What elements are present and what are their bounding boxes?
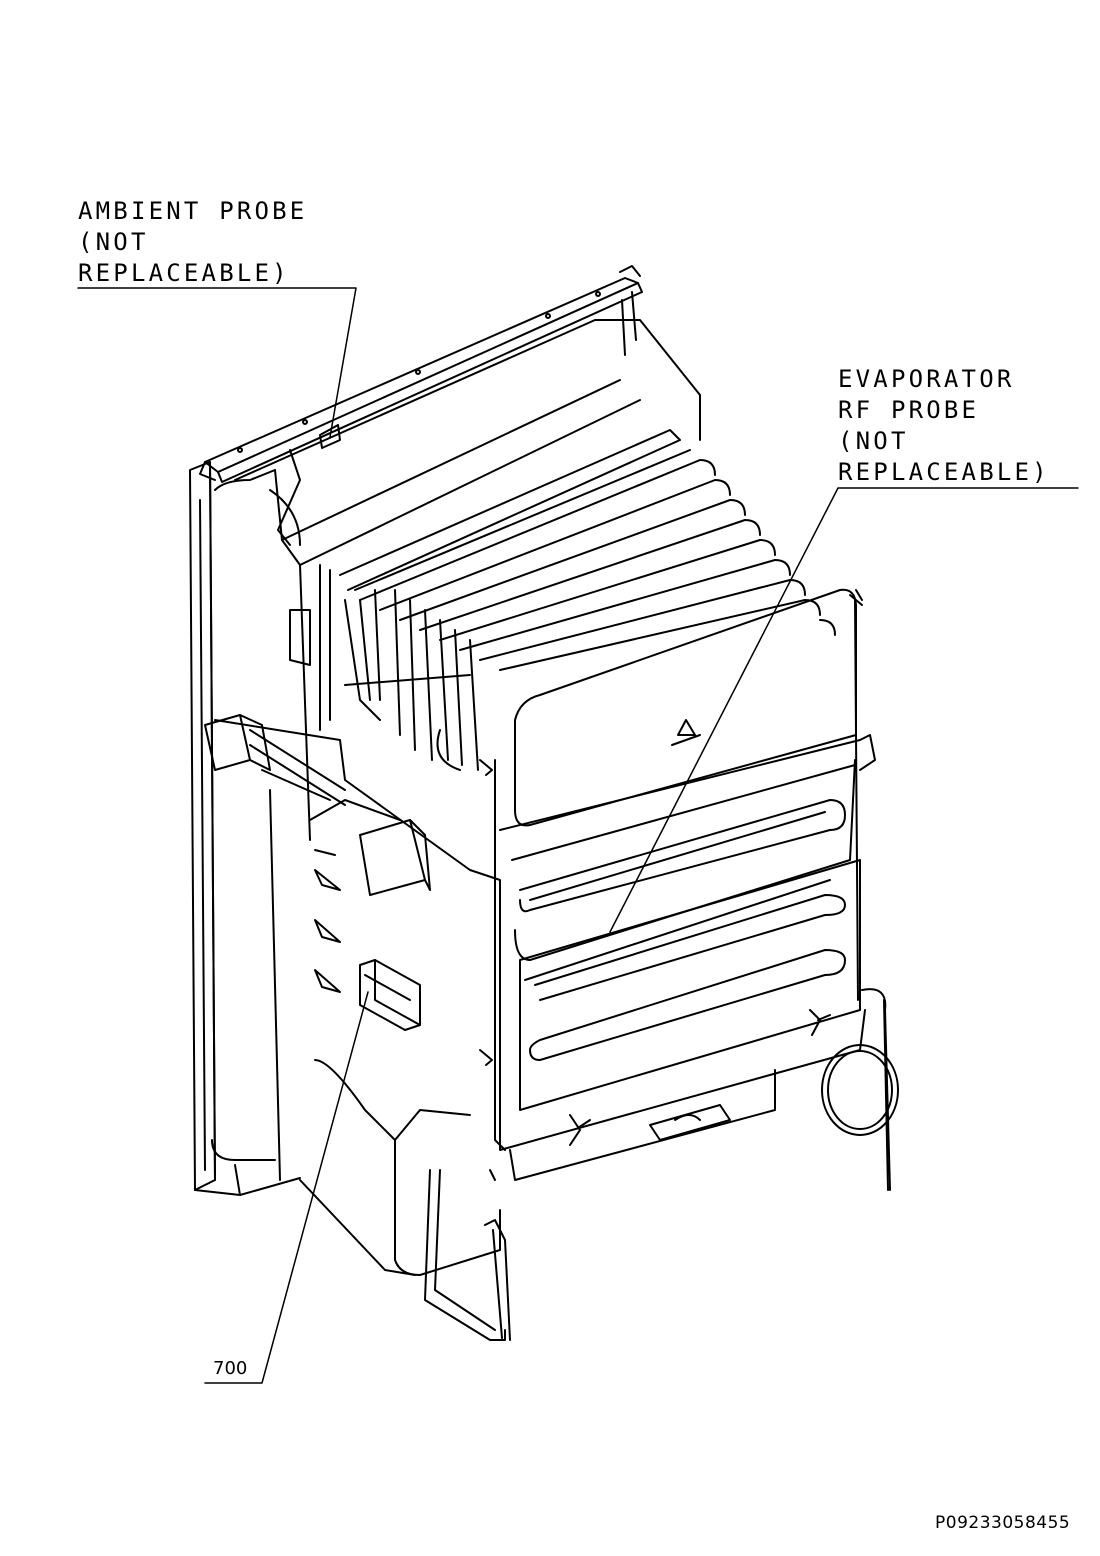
lower-tray <box>499 734 876 1181</box>
drawing-code: P09233058455 <box>935 1513 1071 1533</box>
evaporator-probe-label-line-1: EVAPORATOR <box>838 365 1015 393</box>
relay-box-700 <box>359 959 421 1031</box>
connector-block <box>359 819 431 896</box>
control-box <box>204 714 346 806</box>
evaporator-plate <box>514 588 857 827</box>
evaporator-coil <box>339 429 836 771</box>
rear-panel <box>189 461 301 1196</box>
ambient-probe-label-line-3: REPLACEABLE) <box>78 259 290 287</box>
right-tubing <box>479 589 899 1191</box>
evaporator-probe-label-line-2: RF PROBE <box>838 396 980 424</box>
burner-bracket <box>649 1104 731 1141</box>
bottom-loop <box>424 1169 511 1341</box>
recycle-logo <box>671 719 701 746</box>
ambient-probe-pipe <box>277 449 301 546</box>
cabinet-body <box>234 319 701 841</box>
ambient-probe-leader <box>77 287 357 438</box>
part-number-label: 700 <box>213 1358 248 1379</box>
evaporator-probe-label-line-3: (NOT <box>838 427 909 455</box>
top-rail <box>199 265 643 483</box>
ambient-probe-label: AMBIENT PROBE (NOT REPLACEABLE) <box>78 196 307 289</box>
cabinet-lower <box>214 719 501 1276</box>
evaporator-probe-label: EVAPORATOR RF PROBE (NOT REPLACEABLE) <box>838 364 1050 488</box>
ambient-probe-label-line-1: AMBIENT PROBE <box>78 197 308 225</box>
ambient-probe-label-line-2: (NOT <box>78 228 149 256</box>
evaporator-probe-label-line-4: REPLACEABLE) <box>838 458 1050 486</box>
evaporator-probe-leader <box>609 487 1079 933</box>
part-700-leader <box>204 991 369 1384</box>
leader-lines <box>77 287 1079 1384</box>
